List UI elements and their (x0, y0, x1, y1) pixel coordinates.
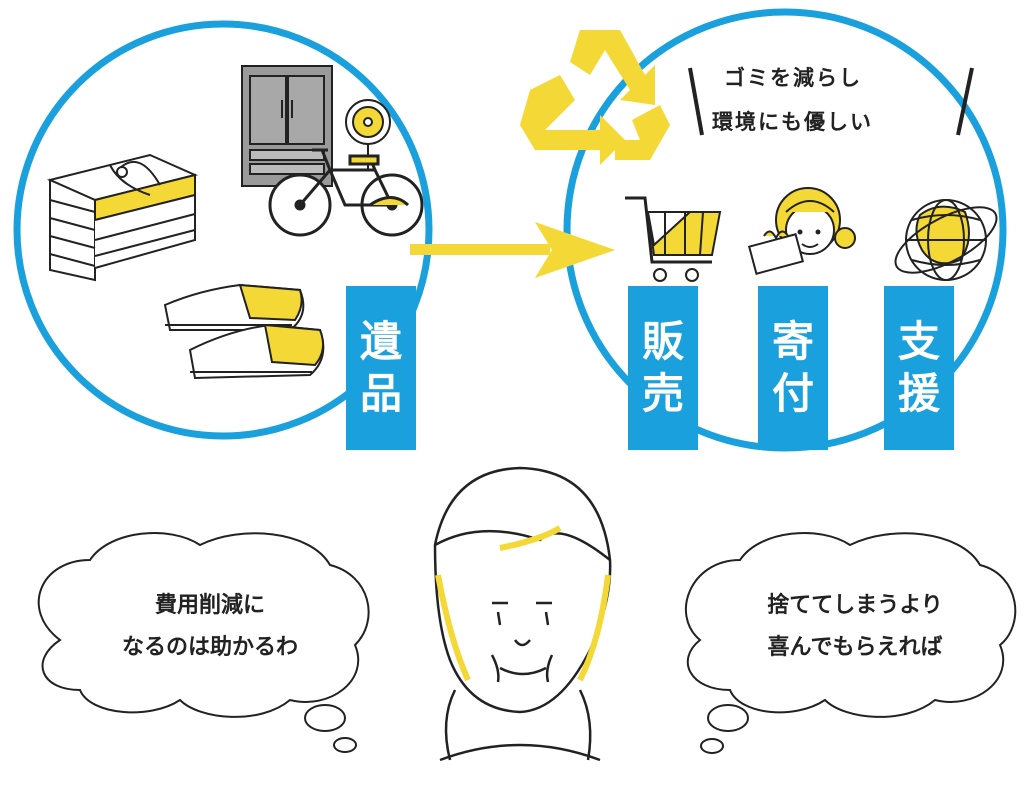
bicycle-icon (268, 148, 424, 237)
label-support-char-2: 援 (897, 369, 940, 418)
thought-bubble-right (684, 532, 1017, 754)
label-ihin: 遺 品 (346, 286, 416, 450)
slogan-slash-left (688, 67, 704, 136)
label-support-char-1: 支 (897, 317, 940, 366)
shopping-cart-icon (625, 196, 722, 282)
label-ihin-char-2: 品 (359, 369, 402, 418)
label-ihin-char-1: 遺 (359, 317, 402, 366)
newspaper-bundle-icon (46, 153, 199, 282)
girl-with-gift-icon (747, 187, 856, 275)
thought-right-line-2: 喜んでもらえれば (767, 635, 943, 660)
cabinet-icon (241, 65, 333, 187)
label-sales-char-2: 売 (641, 369, 684, 418)
left-circle (13, 20, 433, 440)
slogan-line-2: 環境にも優しい (712, 110, 873, 134)
slogan: ゴミを減らし 環境にも優しい (712, 56, 962, 144)
label-sales-char-1: 販 (641, 317, 684, 366)
thought-left-line-2: なるのは助かるわ (121, 635, 298, 660)
recycle-icon (520, 30, 670, 165)
label-donation-char-2: 付 (771, 369, 814, 418)
label-donation-char-1: 寄 (771, 317, 814, 366)
label-sales: 販 売 (628, 286, 698, 450)
arrow-icon (410, 222, 615, 278)
globe-icon (894, 199, 998, 281)
thought-left-line-1: 費用削減に (154, 593, 265, 618)
thought-right-line-1: 捨ててしまうより (767, 593, 943, 618)
elderly-woman-face-icon (433, 466, 612, 762)
thought-text-left: 費用削減に なるのは助かるわ (70, 585, 350, 669)
thought-bubble-left (37, 532, 370, 753)
fan-icon (345, 99, 391, 170)
label-support: 支 援 (884, 286, 954, 450)
label-donation: 寄 付 (758, 286, 828, 450)
thought-text-right: 捨ててしまうより 喜んでもらえれば (710, 585, 1000, 669)
slogan-slash-right (956, 67, 974, 136)
slogan-line-1: ゴミを減らし (724, 66, 862, 90)
sneakers-icon (163, 283, 325, 380)
